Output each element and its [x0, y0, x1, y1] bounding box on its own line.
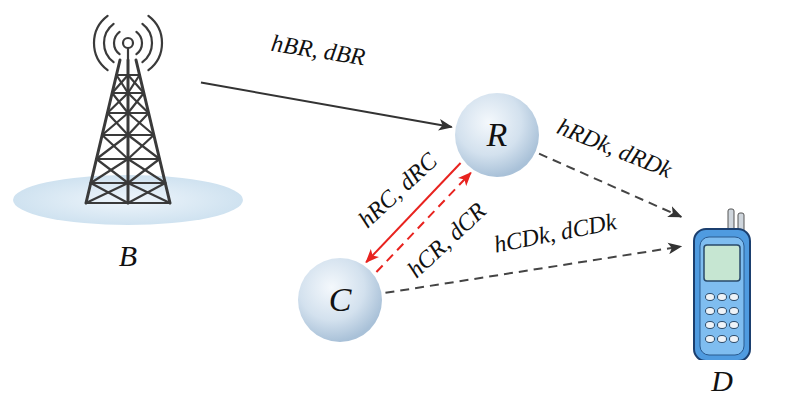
link-arrow: [201, 83, 452, 127]
node-label: R: [487, 118, 508, 152]
node-label: D: [711, 366, 733, 396]
node-label: C: [329, 283, 352, 317]
tower-icon: [58, 5, 198, 235]
node-circle: R: [454, 92, 540, 178]
channel-label: hCDk, dCDk: [490, 208, 621, 258]
node-circle: C: [297, 257, 383, 343]
channel-label: hRC, dRC: [352, 146, 444, 234]
node-icon: D: [684, 205, 760, 400]
node-icon: B: [58, 5, 198, 275]
node-label: B: [119, 241, 137, 271]
channel-label: hRDk, dRDk: [552, 112, 678, 183]
channel-label: hBR, dBR: [267, 29, 369, 70]
channel-label: hCR, dCR: [401, 196, 493, 284]
phone-icon: [684, 205, 760, 360]
